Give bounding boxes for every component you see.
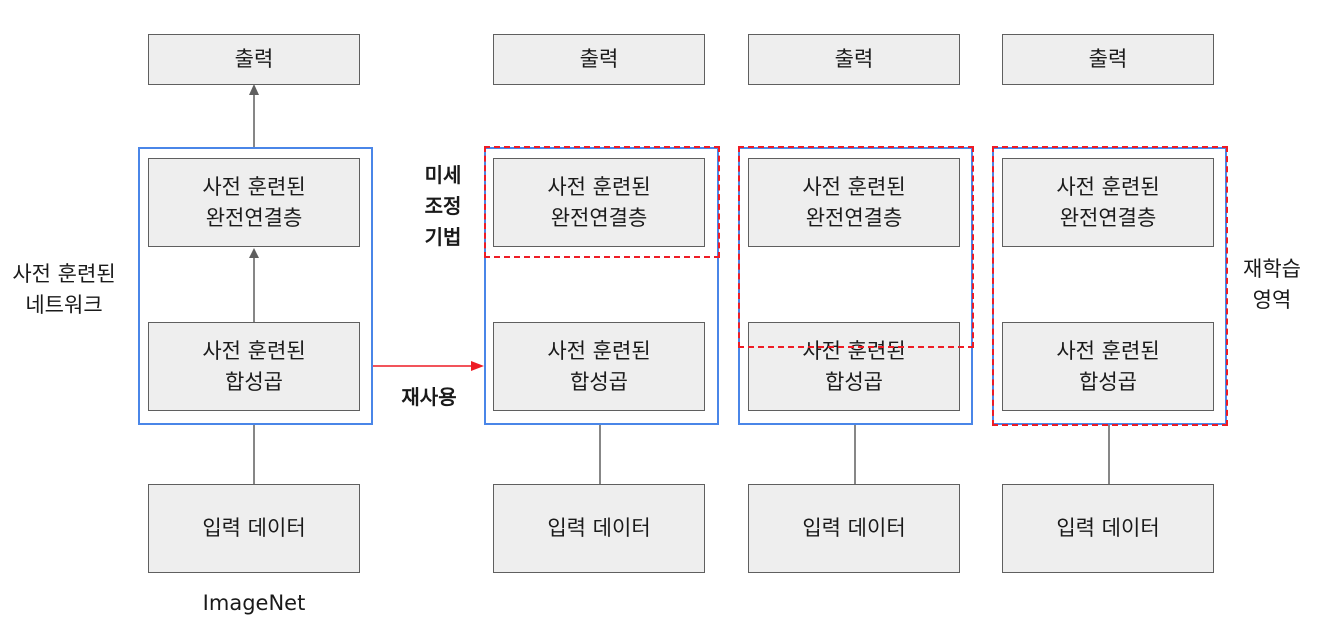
conv-box-3: 사전 훈련된 합성곱 <box>748 322 960 411</box>
conv-box-1: 사전 훈련된 합성곱 <box>148 322 360 411</box>
fc-box-3: 사전 훈련된 완전연결층 <box>748 158 960 247</box>
reuse-arrowhead <box>471 361 484 371</box>
output-box-1: 출력 <box>148 34 360 85</box>
conv-box-2: 사전 훈련된 합성곱 <box>493 322 705 411</box>
input-box-2: 입력 데이터 <box>493 484 705 573</box>
reuse-label: 재사용 <box>401 385 457 409</box>
fc-box-2: 사전 훈련된 완전연결층 <box>493 158 705 247</box>
output-box-2: 출력 <box>493 34 705 85</box>
arrowhead-fc-to-output-1 <box>249 84 259 95</box>
imagenet-label: ImageNet <box>202 591 306 615</box>
output-box-4: 출력 <box>1002 34 1214 85</box>
fc-box-1: 사전 훈련된 완전연결층 <box>148 158 360 247</box>
retrain-region-2 <box>484 146 720 258</box>
arrowhead-conv-to-fc-1 <box>249 248 259 258</box>
network-frame-2 <box>484 147 719 425</box>
retrain-area-label: 재학습 영역 <box>1243 257 1301 312</box>
output-box-3: 출력 <box>748 34 960 85</box>
retrain-region-4 <box>992 146 1228 426</box>
input-box-4: 입력 데이터 <box>1002 484 1214 573</box>
input-box-3: 입력 데이터 <box>748 484 960 573</box>
retrain-region-3 <box>738 146 974 348</box>
fc-box-4: 사전 훈련된 완전연결층 <box>1002 158 1214 247</box>
pretrained-network-label: 사전 훈련된 네트워크 <box>12 262 116 317</box>
input-box-1: 입력 데이터 <box>148 484 360 573</box>
conv-box-4: 사전 훈련된 합성곱 <box>1002 322 1214 411</box>
pretrained-network-frame <box>138 147 373 425</box>
fine-tuning-label: 미세 조정 기법 <box>424 163 462 249</box>
